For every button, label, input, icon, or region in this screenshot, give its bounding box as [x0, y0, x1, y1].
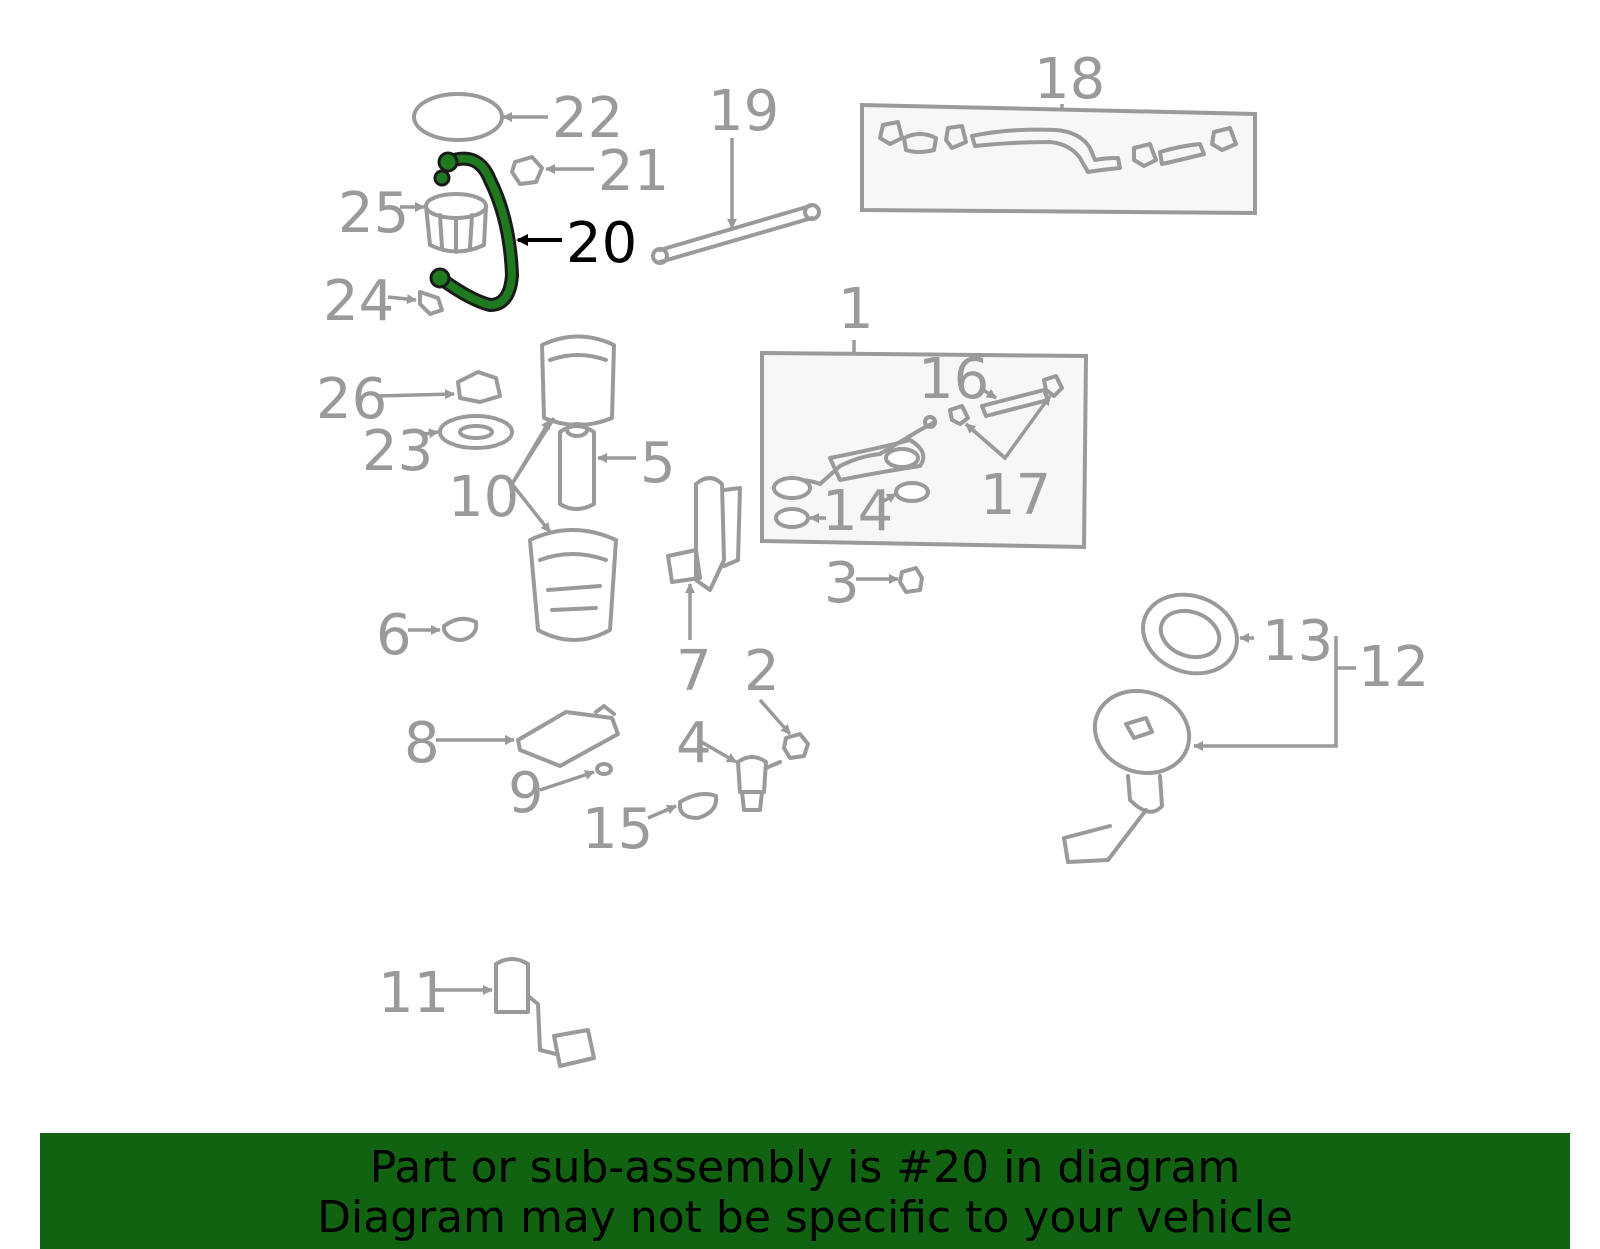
- part-5-fuel-pump: 5: [558, 422, 676, 511]
- callout-26: 26: [316, 367, 387, 432]
- part-22-oring: 22: [412, 86, 623, 151]
- parts-diagram: 22 21 20 25 24 19: [316, 47, 1429, 1068]
- part-23-seal: 23: [362, 414, 514, 484]
- part-26-clip: 26: [316, 367, 502, 432]
- callout-24: 24: [323, 269, 394, 334]
- callout-13: 13: [1262, 609, 1333, 674]
- part-20-fuel-hose: 20: [429, 151, 637, 312]
- part-11-level-sensor: 11: [378, 957, 596, 1068]
- callout-8: 8: [404, 711, 440, 776]
- callout-3: 3: [824, 551, 860, 616]
- part-13-lock-ring: 13: [1141, 592, 1333, 676]
- part-21-clip: 21: [510, 139, 669, 204]
- part-15-gasket: 15: [582, 792, 719, 862]
- info-banner: Part or sub-assembly is #20 in diagram D…: [40, 1133, 1570, 1249]
- banner-line-1: Part or sub-assembly is #20 in diagram: [369, 1142, 1241, 1193]
- callout-5: 5: [640, 431, 676, 496]
- callout-17: 17: [980, 463, 1051, 528]
- callout-20: 20: [566, 211, 637, 276]
- part-18-hose-kit: 18: [860, 47, 1257, 216]
- callout-1: 1: [838, 277, 874, 342]
- callout-25: 25: [338, 181, 409, 246]
- part-12-sender-unit: 12: [1062, 635, 1429, 864]
- callout-19: 19: [708, 79, 779, 144]
- part-4-valve: 4: [676, 711, 782, 812]
- part-7-bracket: 7: [666, 476, 742, 704]
- callout-14: 14: [822, 479, 893, 544]
- callout-11: 11: [378, 961, 449, 1026]
- callout-2: 2: [744, 639, 780, 704]
- callout-15: 15: [582, 797, 653, 862]
- part-8-strainer: 8: [404, 704, 620, 776]
- callout-7: 7: [676, 639, 712, 704]
- callout-10: 10: [448, 465, 519, 530]
- callout-22: 22: [552, 86, 623, 151]
- callout-6: 6: [376, 603, 412, 668]
- callout-23: 23: [362, 419, 433, 484]
- callout-9: 9: [508, 761, 544, 826]
- part-6-clip: 6: [376, 603, 479, 668]
- callout-18: 18: [1034, 47, 1105, 112]
- callout-12: 12: [1358, 635, 1429, 700]
- part-25-filter: 25: [338, 181, 488, 254]
- callout-21: 21: [598, 139, 669, 204]
- part-19-rod: 19: [651, 79, 821, 265]
- callout-4: 4: [676, 711, 712, 776]
- part-10-reservoir: 10: [448, 334, 618, 642]
- part-1-sender-assembly: 1 16 17 14: [760, 277, 1089, 550]
- banner-line-2: Diagram may not be specific to your vehi…: [317, 1192, 1293, 1243]
- part-3-grommet: 3: [824, 551, 924, 616]
- part-9-oring: 9: [508, 761, 613, 826]
- callout-16: 16: [918, 347, 989, 412]
- part-24-clip: 24: [323, 269, 444, 334]
- part-2-grommet: 2: [744, 639, 810, 760]
